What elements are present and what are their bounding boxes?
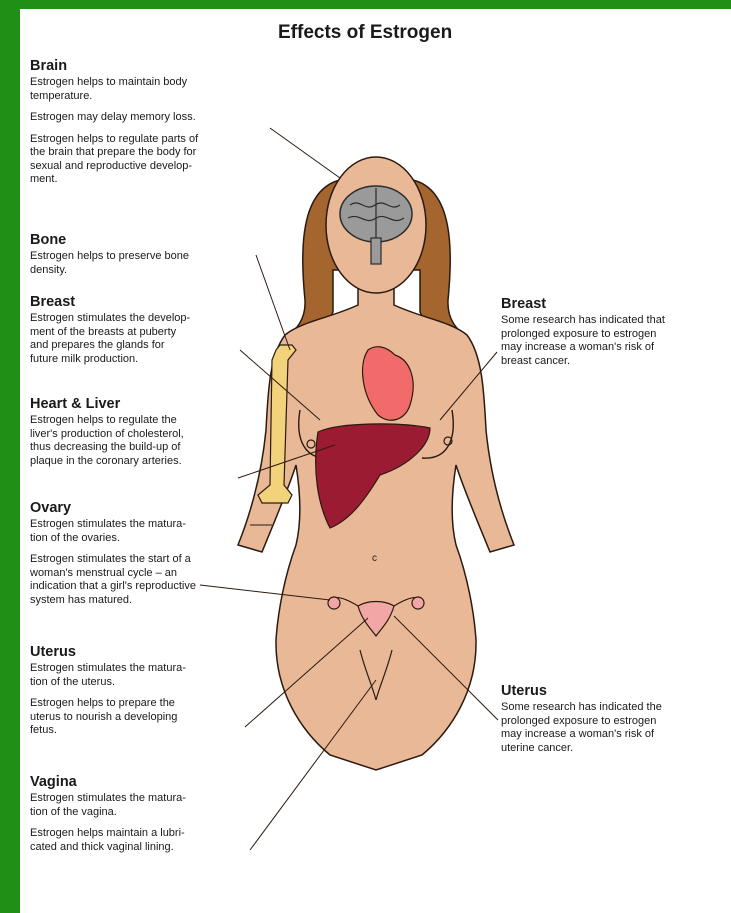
brain-text-2: Estrogen may delay memory loss. xyxy=(30,111,260,125)
ovary-left xyxy=(328,597,340,609)
uterus-right-heading: Uterus xyxy=(501,683,731,700)
breast-left-text-1: Estrogen stimulates the develop-ment of … xyxy=(30,312,260,366)
brain-heading: Brain xyxy=(30,58,260,75)
brain-stem xyxy=(371,238,381,264)
breast-right-heading: Breast xyxy=(501,296,731,313)
ovary-heading: Ovary xyxy=(30,500,260,517)
ovary-text-1: Estrogen stimulates the matura-tion of t… xyxy=(30,518,260,545)
heart-liver-heading: Heart & Liver xyxy=(30,396,260,413)
ovary-section: Ovary Estrogen stimulates the matura-tio… xyxy=(30,500,260,615)
svg-text:c: c xyxy=(372,553,377,564)
diagram-title: Effects of Estrogen xyxy=(278,22,452,44)
uterus-left-text-1: Estrogen stimulates the matura-tion of t… xyxy=(30,662,260,689)
breast-left-section: Breast Estrogen stimulates the develop-m… xyxy=(30,294,260,374)
breast-left-heading: Breast xyxy=(30,294,260,311)
bone-heading: Bone xyxy=(30,232,260,249)
vagina-heading: Vagina xyxy=(30,774,260,791)
vagina-text-2: Estrogen helps maintain a lubri-cated an… xyxy=(30,827,260,854)
vagina-section: Vagina Estrogen stimulates the matura-ti… xyxy=(30,774,260,862)
uterus-left-heading: Uterus xyxy=(30,644,260,661)
vagina-text-1: Estrogen stimulates the matura-tion of t… xyxy=(30,792,260,819)
uterus-left-section: Uterus Estrogen stimulates the matura-ti… xyxy=(30,644,260,746)
heart-liver-section: Heart & Liver Estrogen helps to regulate… xyxy=(30,396,260,476)
ovary-right xyxy=(412,597,424,609)
